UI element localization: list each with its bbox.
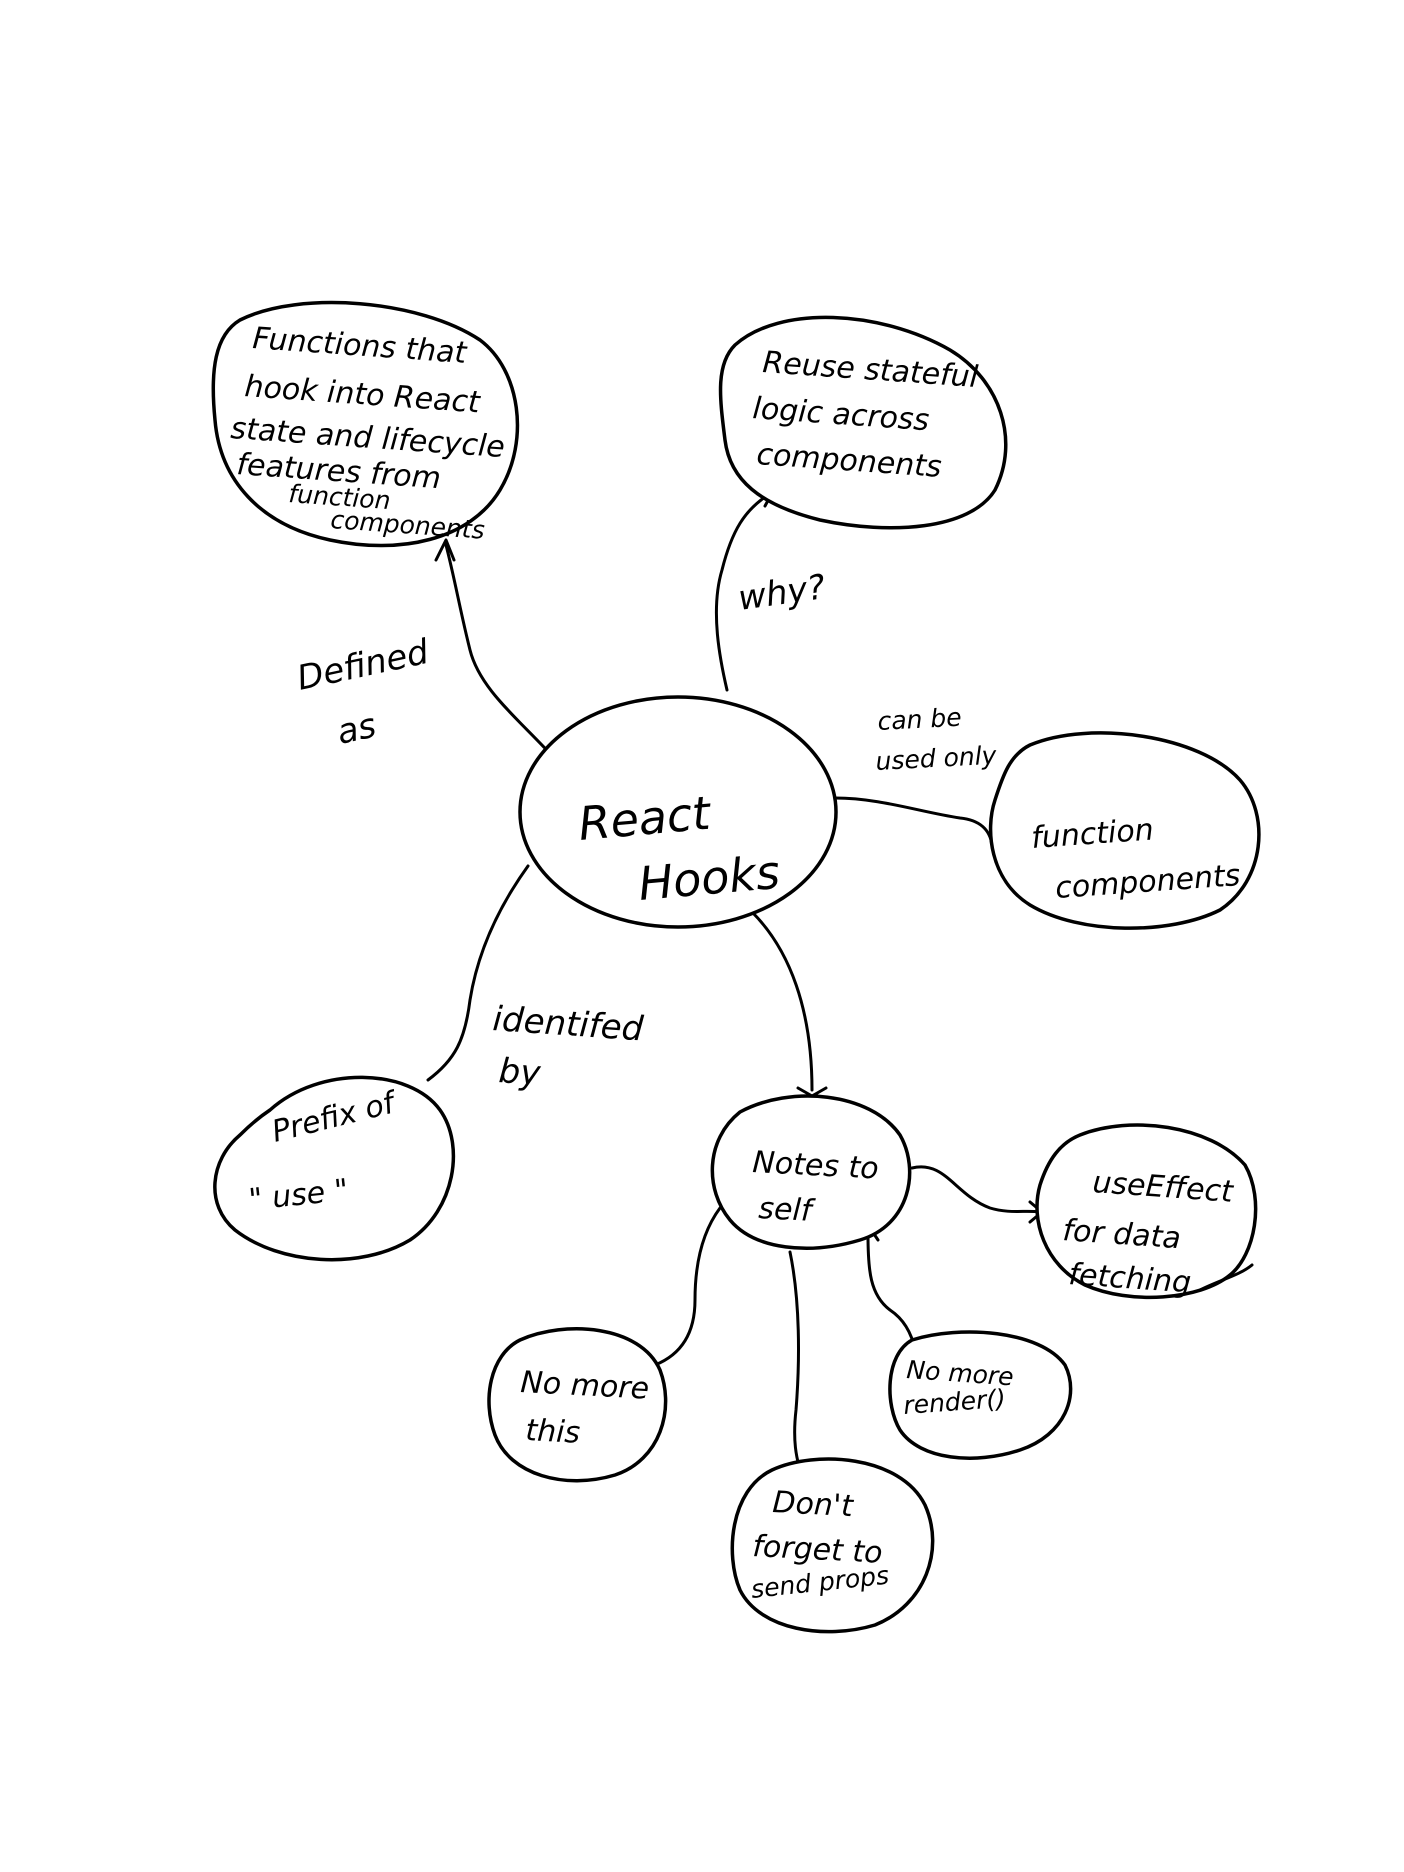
props-line-2: forget to bbox=[752, 1529, 884, 1571]
label-identified-by-line-2: by bbox=[497, 1051, 542, 1094]
notes-line-1: Notes to bbox=[752, 1145, 880, 1187]
center-line-2: Hooks bbox=[636, 845, 782, 911]
no-render-line-2: render() bbox=[902, 1384, 1006, 1420]
label-identified-by-line-1: identifed bbox=[491, 999, 645, 1049]
node-reuse: Reuse stateful logic across components bbox=[718, 315, 1008, 530]
edge-use-effect bbox=[910, 1165, 1042, 1214]
edge-identified-by bbox=[426, 864, 530, 1082]
edge-props bbox=[788, 1250, 802, 1472]
center-node-react-hooks: React Hooks bbox=[518, 695, 838, 929]
edge-used-only bbox=[833, 796, 994, 847]
node-no-render: No more render() bbox=[888, 1330, 1073, 1460]
no-this-line-2: this bbox=[525, 1413, 582, 1451]
edge-no-this bbox=[653, 1206, 722, 1367]
edge-notes bbox=[750, 910, 814, 1092]
node-use-effect: useEffect for data fetching bbox=[1035, 1123, 1258, 1301]
definition-line-5: function bbox=[288, 479, 392, 515]
edge-defined-as bbox=[444, 543, 558, 762]
use-effect-scribble bbox=[1198, 1263, 1254, 1292]
label-defined-as-line-2: as bbox=[334, 706, 380, 753]
no-this-line-1: No more bbox=[520, 1365, 650, 1407]
function-components-line-1: function bbox=[1030, 813, 1155, 856]
arrowhead-defined-as bbox=[434, 538, 456, 562]
node-notes: Notes to self bbox=[710, 1094, 912, 1250]
props-line-1: Don't bbox=[772, 1485, 855, 1524]
label-used-only-line-2: used only bbox=[875, 741, 999, 776]
edge-why bbox=[714, 493, 770, 692]
use-effect-line-2: for data bbox=[1061, 1213, 1182, 1256]
use-effect-line-3: fetching bbox=[1067, 1257, 1192, 1300]
node-function-components: function components bbox=[988, 731, 1261, 930]
node-definition: Functions that hook into React state and… bbox=[211, 300, 520, 548]
node-prefix: Prefix of " use " bbox=[213, 1075, 456, 1262]
label-defined-as-line-1: Defined bbox=[294, 632, 433, 699]
edges bbox=[426, 490, 1044, 1472]
node-props: Don't forget to send props bbox=[730, 1457, 935, 1634]
notes-line-2: self bbox=[758, 1191, 817, 1229]
label-used-only-line-1: can be bbox=[877, 703, 963, 736]
edge-no-render bbox=[866, 1233, 917, 1352]
center-line-1: React bbox=[576, 786, 714, 851]
label-why: why? bbox=[736, 567, 828, 619]
node-no-this: No more this bbox=[487, 1327, 668, 1483]
